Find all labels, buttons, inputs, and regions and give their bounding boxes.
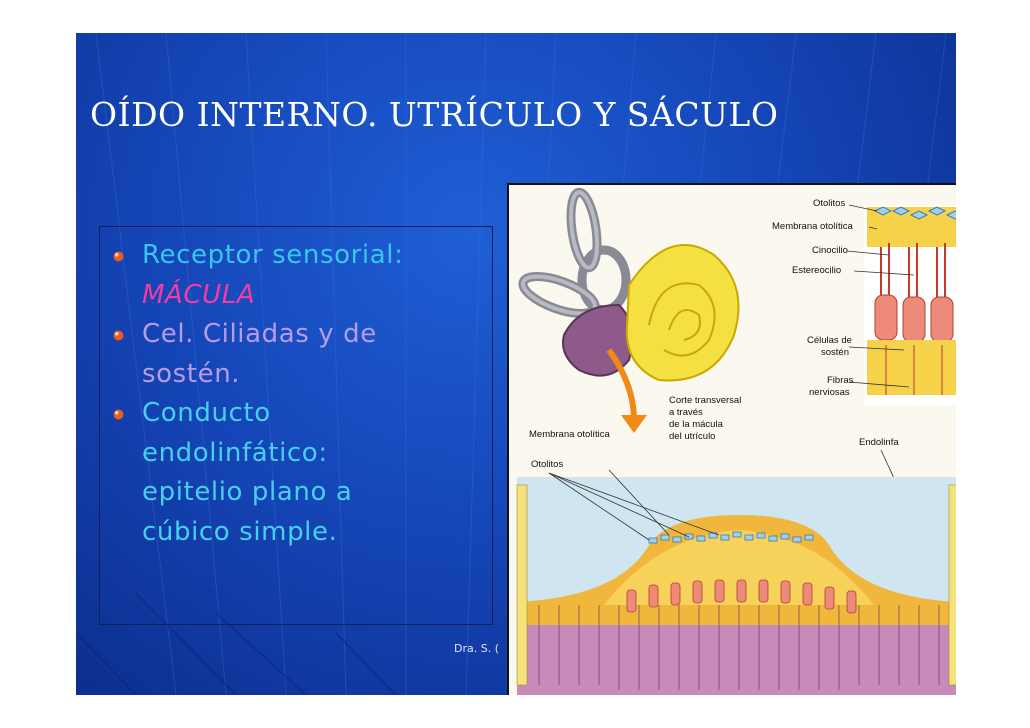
label-fibras-1: Fibras	[827, 375, 854, 386]
bullet-item-conducto: Conducto endolinfático: epitelio plano a…	[110, 394, 490, 552]
label-corte-2: a través	[669, 407, 703, 418]
label-corte-3: de la mácula	[669, 419, 723, 430]
bullet-item-celulas: Cel. Ciliadas y de sostén.	[110, 315, 490, 394]
label-otolitos-bottom: Otolitos	[531, 459, 564, 470]
macula-illustration: Otolitos Membrana otolítica Cinocilio Es…	[507, 183, 956, 695]
content-box	[99, 226, 493, 625]
label-fibras-2: nerviosas	[809, 387, 850, 398]
bullet-line: endolinfático:	[142, 437, 328, 468]
slide: OÍDO INTERNO. UTRÍCULO Y SÁCULO Receptor…	[76, 33, 956, 695]
bullet-line: MÁCULA	[142, 279, 256, 310]
hair-cell-panel	[864, 205, 956, 405]
label-corte-4: del utrículo	[669, 431, 716, 442]
label-corte-1: Corte transversal	[669, 395, 742, 406]
label-celulas-2: sostén	[821, 347, 849, 358]
label-cinocilio: Cinocilio	[812, 245, 848, 256]
bullet-line: Receptor sensorial:	[142, 240, 404, 270]
label-estereocilio: Estereocilio	[792, 265, 842, 276]
bullet-icon	[113, 409, 124, 420]
bullet-line: cúbico simple.	[142, 516, 338, 547]
label-endolinfa: Endolinfa	[859, 437, 899, 448]
bullet-line: Cel. Ciliadas y de	[142, 319, 377, 349]
label-celulas-1: Células de	[807, 335, 852, 346]
macula-drawing	[516, 187, 956, 695]
macula-cross-section	[516, 477, 956, 695]
footer-author: Dra. S. (	[454, 642, 499, 655]
label-membrana-otolitica-bottom: Membrana otolítica	[529, 429, 610, 440]
bullet-line: epitelio plano a	[142, 477, 353, 507]
bullet-icon	[113, 330, 124, 341]
bullet-line: sostén.	[142, 358, 241, 389]
background-streaks	[76, 33, 947, 695]
label-membrana-otolitica-top: Membrana otolítica	[772, 221, 853, 232]
section-arrow	[606, 348, 637, 421]
cochlea	[625, 244, 740, 382]
slide-title: OÍDO INTERNO. UTRÍCULO Y SÁCULO	[90, 95, 779, 134]
bullet-line: Conducto	[142, 398, 271, 428]
bullet-icon	[113, 251, 124, 262]
bullet-item-receptor: Receptor sensorial:	[110, 236, 490, 276]
bullet-list: Receptor sensorial: MÁCULA Cel. Ciliadas…	[110, 236, 490, 552]
bullet-item-macula: MÁCULA	[110, 276, 490, 316]
label-otolitos-top: Otolitos	[813, 198, 846, 209]
